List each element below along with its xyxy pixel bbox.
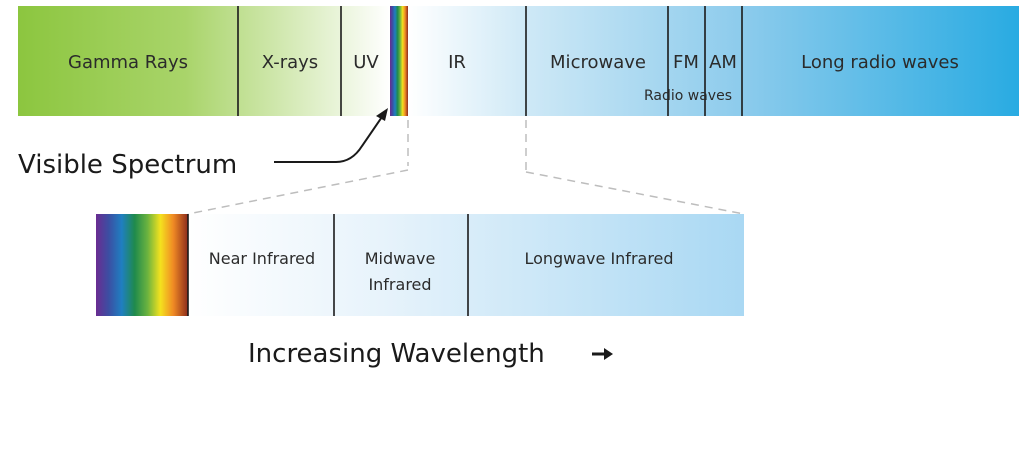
visible-spectrum-label: Visible Spectrum [18,150,237,180]
spectrum-bar-right-fill [408,6,1019,116]
detail-infrared-fill [188,214,744,316]
detail-rainbow-strip [96,214,188,316]
zoom-guide-lines [187,120,745,215]
visible-spectrum-pointer-line [274,113,385,163]
band-label-gamma: Gamma Rays [68,52,188,73]
zoom-guide-right-diagonal [525,171,745,215]
spectrum-bar-left-fill [18,6,390,116]
detail-label-near-infrared: Near Infrared [209,249,315,268]
band-label-ir: IR [448,52,466,73]
band-label-am: AM [709,52,737,73]
detail-label-midwave-line1: Midwave [365,249,436,268]
detail-label-midwave-line2: Infrared [368,275,431,294]
band-label-xray: X-rays [262,52,318,73]
spectrum-bar: Gamma Rays X-rays UV IR Microwave FM AM … [18,6,1019,116]
band-label-fm: FM [673,52,699,73]
band-label-uv: UV [353,52,379,73]
increasing-wavelength-label: Increasing Wavelength [248,339,545,369]
zoom-guide-left-diagonal [187,169,409,215]
radio-waves-group-label: Radio waves [644,88,732,104]
infrared-detail-bar: Near Infrared Midwave Infrared Longwave … [96,214,744,316]
band-label-long-radio: Long radio waves [801,52,959,73]
visible-spectrum-arrowhead [376,108,388,121]
right-arrow-icon [592,348,613,360]
detail-label-longwave-infrared: Longwave Infrared [524,249,673,268]
band-label-microwave: Microwave [550,52,646,73]
visible-spectrum-strip [390,6,408,116]
